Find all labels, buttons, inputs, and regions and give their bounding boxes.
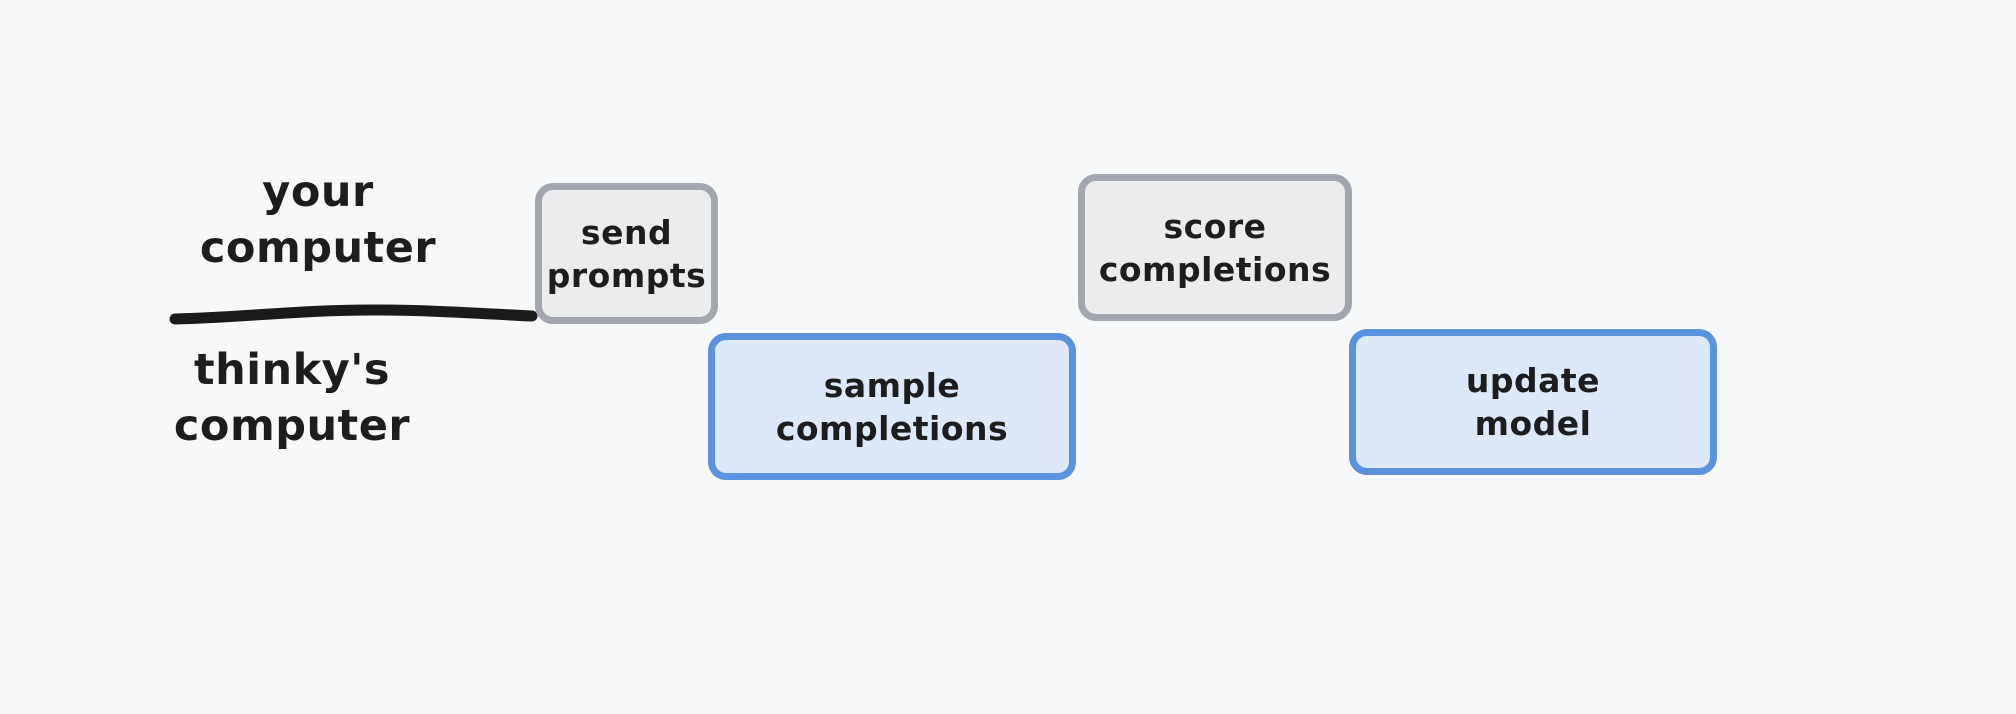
node-label-line: model — [1474, 404, 1592, 443]
node-sample-completions: sample completions — [708, 333, 1076, 480]
node-update-model: update model — [1349, 329, 1717, 475]
node-send-prompts: send prompts — [535, 183, 718, 324]
node-label-line: score — [1163, 206, 1267, 246]
node-label-line: update — [1465, 361, 1601, 400]
lane-label-your-computer: your computer — [158, 164, 478, 276]
node-label-line: completions — [1098, 249, 1332, 289]
lane-label-line: computer — [199, 223, 437, 273]
lane-label-line: your — [262, 167, 374, 217]
lane-divider-line — [169, 304, 538, 325]
lane-label-line: thinky's — [194, 345, 390, 395]
node-score-completions: score completions — [1078, 174, 1352, 321]
lane-label-line: computer — [173, 401, 411, 451]
node-label-line: send — [580, 212, 673, 252]
node-label-line: completions — [775, 408, 1009, 448]
lane-label-thinkys-computer: thinky's computer — [132, 342, 452, 454]
node-label-line: sample — [823, 365, 961, 405]
node-label-line: prompts — [546, 255, 707, 295]
